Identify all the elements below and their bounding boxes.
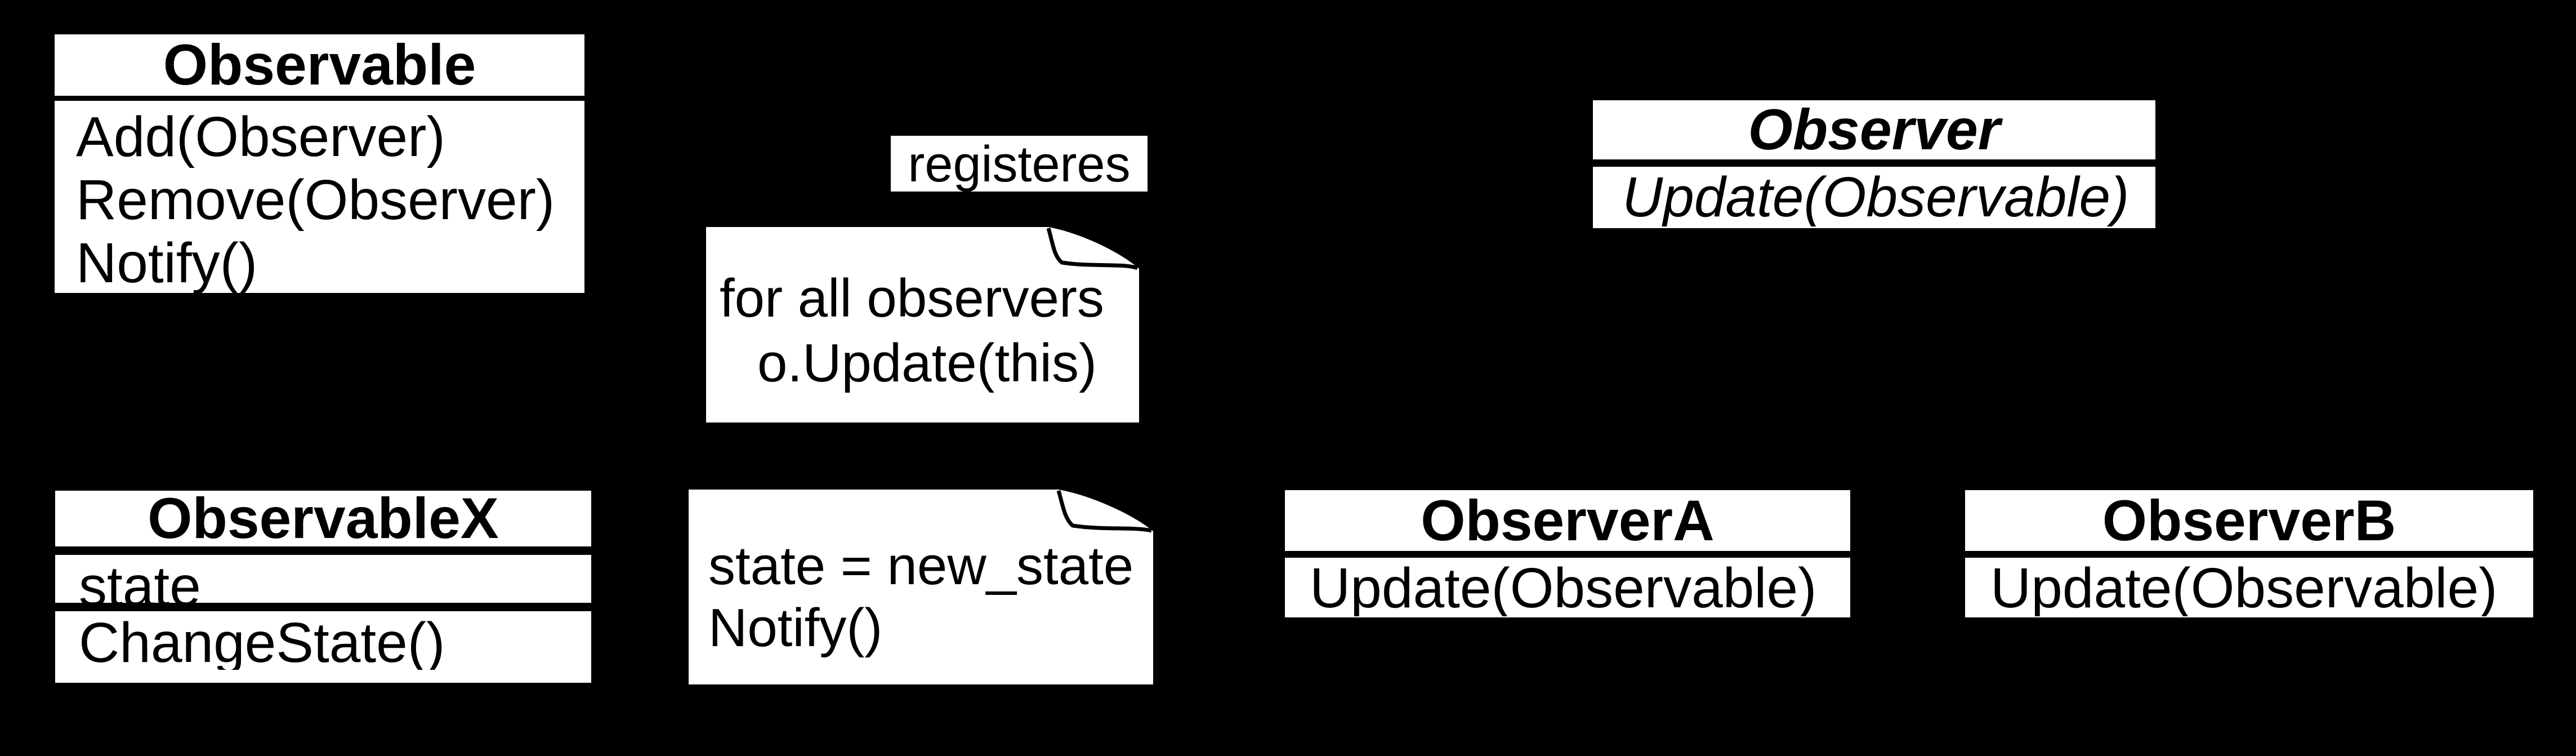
method-update-a: Update(Observable) [1310,560,1817,616]
class-box-observable: Observable Add(Observer) Remove(Observer… [55,34,584,295]
method-compartment-observer: Update(Observable) [1593,167,2155,226]
method-compartment-observera: Update(Observable) [1285,558,1850,616]
class-title-observer: Observer [1593,100,2155,167]
class-box-observera: ObserverA Update(Observable) [1285,490,1850,617]
note-fold-crease-icon [1056,490,1152,533]
method-add: Add(Observer) [76,105,445,168]
class-box-observerb: ObserverB Update(Observable) [1965,490,2533,617]
note-changestate-line2: Notify() [708,598,883,658]
method-changestate: ChangeState() [79,616,445,670]
method-update-b: Update(Observable) [1990,560,2498,616]
note-changestate-line1: state = new_state [708,536,1134,596]
class-title-observablex: ObservableX [55,491,591,555]
note-body [706,227,1139,423]
note-notify-line2: o.Update(this) [757,333,1097,393]
class-box-observer: Observer Update(Observable) [1593,100,2155,228]
attribute-state: state [79,559,201,613]
class-title-observerb: ObserverB [1965,490,2533,558]
method-compartment-observable: Add(Observer) Remove(Observer) Notify() [55,101,584,295]
method-remove: Remove(Observer) [76,168,555,232]
note-body [689,490,1153,684]
note-box-notify [706,227,1139,423]
class-title-observera: ObserverA [1285,490,1850,558]
method-notify: Notify() [76,232,258,295]
note-box-changestate [689,490,1153,684]
attribute-compartment-observablex: state [55,555,591,613]
class-title-observable: Observable [55,34,584,101]
method-compartment-observablex: ChangeState() [55,611,591,674]
association-label-registeres: registeres [891,136,1148,193]
class-box-observablex: ObservableX state ChangeState() [55,491,591,683]
method-update-abstract: Update(Observable) [1622,168,2129,226]
note-notify-line1: for all observers [720,268,1104,328]
method-compartment-observerb: Update(Observable) [1965,558,2533,616]
note-fold-crease-icon [1046,228,1139,270]
